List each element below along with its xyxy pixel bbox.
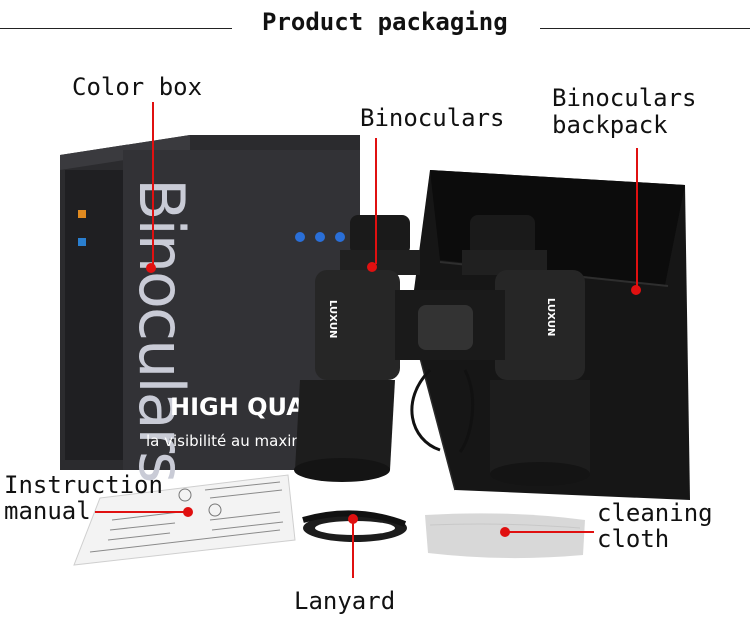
callout-dot-binoculars [367, 262, 377, 272]
callout-dot-cloth [500, 527, 510, 537]
lanyard-illustration [302, 510, 407, 542]
binoculars-brand-left: LUXUN [327, 300, 338, 338]
callout-dot-backpack [631, 285, 641, 295]
label-backpack-line2: backpack [552, 111, 668, 139]
header-rule-left [0, 28, 232, 29]
label-backpack-line1: Binoculars [552, 84, 697, 112]
callout-line-lanyard [352, 522, 354, 578]
label-lanyard: Lanyard [294, 587, 396, 615]
box-subtext: la visibilité au maximum [146, 432, 330, 450]
callout-dot-manual [183, 507, 193, 517]
label-manual-line2: manual [4, 497, 91, 525]
header-rule-right [540, 28, 750, 29]
binoculars-brand-right: LUXUN [545, 298, 556, 336]
label-binoculars: Binoculars [360, 104, 505, 132]
callout-line-cloth [506, 531, 594, 533]
callout-line-color-box [152, 102, 154, 266]
label-color-box: Color box [72, 73, 203, 101]
callout-line-manual [95, 511, 187, 513]
color-box-illustration: Binoculars HIGH QUALITY la visibilité au… [60, 135, 363, 481]
callout-line-binoculars [375, 138, 377, 264]
callout-dot-color-box [146, 263, 156, 273]
manual-illustration [73, 474, 296, 566]
label-manual-line1: Instruction [4, 471, 163, 499]
page-title: Product packaging [262, 8, 508, 36]
callout-line-backpack [636, 148, 638, 288]
label-cloth-line2: cloth [597, 525, 670, 553]
header: Product packaging [0, 0, 750, 46]
callout-dot-lanyard [348, 514, 358, 524]
label-cloth-line1: cleaning [597, 499, 713, 527]
binoculars-illustration: LUXUN LUXUN [294, 215, 590, 486]
box-vertical-text: Binoculars [125, 178, 198, 481]
